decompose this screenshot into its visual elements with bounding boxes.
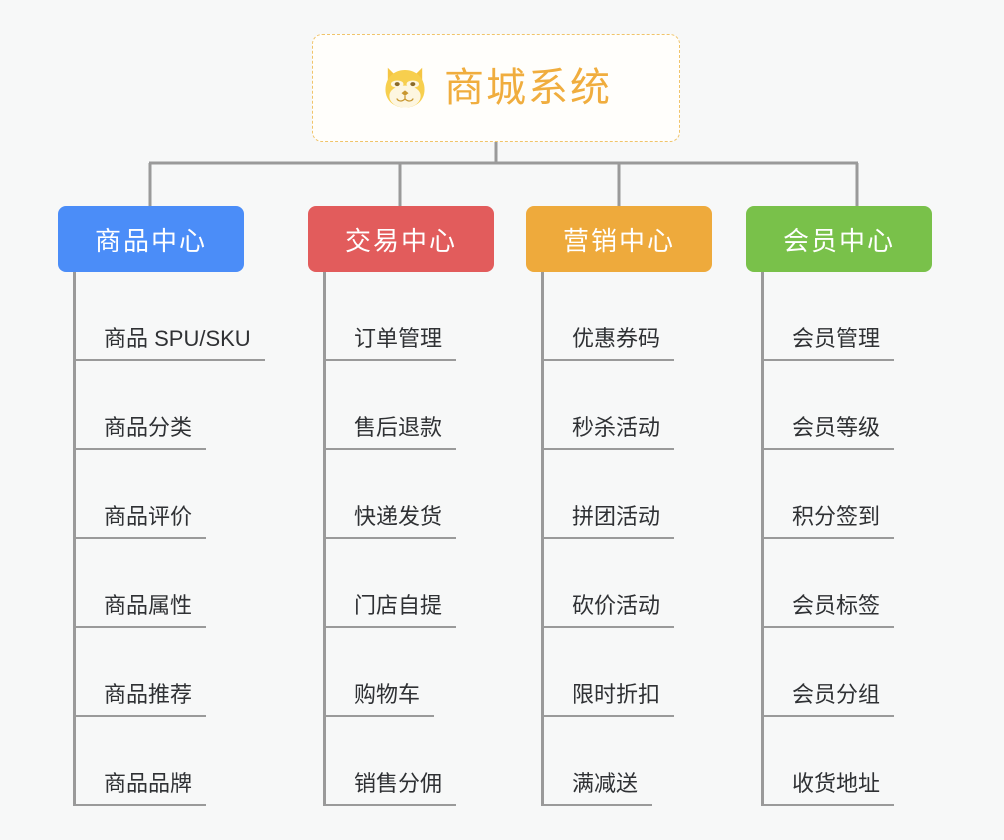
leaf-label: 积分签到 [764, 504, 895, 539]
list-item[interactable]: 商品属性 [76, 539, 244, 628]
leaf-label: 商品品牌 [76, 771, 207, 806]
list-item[interactable]: 商品推荐 [76, 628, 244, 717]
leaf-label: 商品分类 [76, 415, 207, 450]
leaf-label: 会员标签 [764, 593, 895, 628]
leaf-label: 商品推荐 [76, 682, 207, 717]
branch-column-营销中心: 营销中心 优惠券码 秒杀活动 拼团活动 砍价活动 限时折扣 满减送 [526, 206, 712, 806]
list-item[interactable]: 商品 SPU/SKU [76, 272, 265, 361]
shiba-dog-face-icon [385, 67, 425, 108]
list-item[interactable]: 门店自提 [326, 539, 494, 628]
list-item[interactable]: 收货地址 [764, 717, 932, 806]
category-header-0[interactable]: 商品中心 [58, 206, 244, 272]
root-node[interactable]: 商城系统 [312, 34, 680, 142]
list-item[interactable]: 销售分佣 [326, 717, 494, 806]
root-title: 商城系统 [444, 66, 612, 110]
list-item[interactable]: 秒杀活动 [544, 361, 712, 450]
leaf-label: 商品 SPU/SKU [76, 326, 265, 361]
leaf-label: 砍价活动 [544, 593, 675, 628]
list-item[interactable]: 售后退款 [326, 361, 494, 450]
list-item[interactable]: 订单管理 [326, 272, 494, 361]
leaf-label: 快递发货 [326, 504, 457, 539]
leaf-label: 会员分组 [764, 682, 895, 717]
list-item[interactable]: 满减送 [544, 717, 712, 806]
list-item[interactable]: 会员分组 [764, 628, 932, 717]
leaf-label: 商品属性 [76, 593, 207, 628]
leaf-label: 限时折扣 [544, 682, 675, 717]
leaf-list-0: 商品 SPU/SKU 商品分类 商品评价 商品属性 商品推荐 商品品牌 [73, 272, 265, 806]
list-item[interactable]: 拼团活动 [544, 450, 712, 539]
leaf-label: 商品评价 [76, 504, 207, 539]
category-header-3[interactable]: 会员中心 [746, 206, 932, 272]
list-item[interactable]: 快递发货 [326, 450, 494, 539]
leaf-label: 优惠券码 [544, 326, 675, 361]
list-item[interactable]: 积分签到 [764, 450, 932, 539]
category-header-1[interactable]: 交易中心 [308, 206, 494, 272]
list-item[interactable]: 砍价活动 [544, 539, 712, 628]
list-item[interactable]: 会员标签 [764, 539, 932, 628]
category-header-2[interactable]: 营销中心 [526, 206, 712, 272]
list-item[interactable]: 会员管理 [764, 272, 932, 361]
branch-column-商品中心: 商品中心 商品 SPU/SKU 商品分类 商品评价 商品属性 商品推荐 商品品牌 [58, 206, 265, 806]
branch-column-交易中心: 交易中心 订单管理 售后退款 快递发货 门店自提 购物车 销售分佣 [308, 206, 494, 806]
leaf-label: 订单管理 [326, 326, 457, 361]
leaf-label: 售后退款 [326, 415, 457, 450]
leaf-label: 会员等级 [764, 415, 895, 450]
leaf-list-1: 订单管理 售后退款 快递发货 门店自提 购物车 销售分佣 [323, 272, 494, 806]
leaf-label: 秒杀活动 [544, 415, 675, 450]
branch-column-会员中心: 会员中心 会员管理 会员等级 积分签到 会员标签 会员分组 收货地址 [746, 206, 932, 806]
list-item[interactable]: 限时折扣 [544, 628, 712, 717]
leaf-label: 门店自提 [326, 593, 457, 628]
leaf-label: 会员管理 [764, 326, 895, 361]
list-item[interactable]: 会员等级 [764, 361, 932, 450]
leaf-list-2: 优惠券码 秒杀活动 拼团活动 砍价活动 限时折扣 满减送 [541, 272, 712, 806]
leaf-label: 拼团活动 [544, 504, 675, 539]
leaf-label: 收货地址 [764, 771, 895, 806]
list-item[interactable]: 购物车 [326, 628, 494, 717]
list-item[interactable]: 商品品牌 [76, 717, 244, 806]
list-item[interactable]: 商品分类 [76, 361, 244, 450]
list-item[interactable]: 优惠券码 [544, 272, 712, 361]
list-item[interactable]: 商品评价 [76, 450, 244, 539]
leaf-label: 销售分佣 [326, 771, 457, 806]
leaf-list-3: 会员管理 会员等级 积分签到 会员标签 会员分组 收货地址 [761, 272, 932, 806]
leaf-label: 购物车 [326, 682, 435, 717]
leaf-label: 满减送 [544, 771, 653, 806]
